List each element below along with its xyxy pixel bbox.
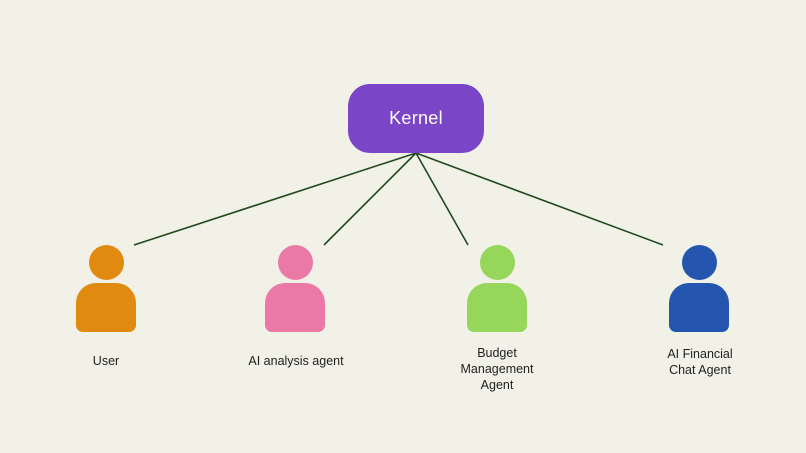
connector-ai-financial-chat-agent <box>415 152 664 246</box>
connector-budget-management-agent <box>415 152 469 246</box>
budget-management-agent-person-body <box>467 283 527 332</box>
ai-financial-chat-agent-label: AI Financial Chat Agent <box>667 347 733 377</box>
connector-ai-analysis-agent <box>323 152 417 246</box>
ai-financial-chat-agent-person-icon <box>669 245 729 335</box>
ai-financial-chat-agent-person-body <box>669 283 729 332</box>
kernel-node: Kernel <box>348 84 484 153</box>
user-label: User <box>92 354 120 368</box>
ai-analysis-agent-person-body <box>265 283 325 332</box>
budget-management-agent-label: Budget Management Agent <box>460 346 534 392</box>
budget-management-agent-person-icon <box>467 245 527 335</box>
connector-user <box>133 152 417 246</box>
ai-analysis-agent-person-head <box>278 245 313 280</box>
kernel-label: Kernel <box>389 108 443 128</box>
user-person-head <box>89 245 124 280</box>
ai-analysis-agent-label: AI analysis agent <box>248 354 344 368</box>
ai-financial-chat-agent-person-head <box>682 245 717 280</box>
user-person-body <box>76 283 136 332</box>
budget-management-agent-person-head <box>480 245 515 280</box>
user-person-icon <box>76 245 136 335</box>
ai-analysis-agent-person-icon <box>265 245 325 335</box>
